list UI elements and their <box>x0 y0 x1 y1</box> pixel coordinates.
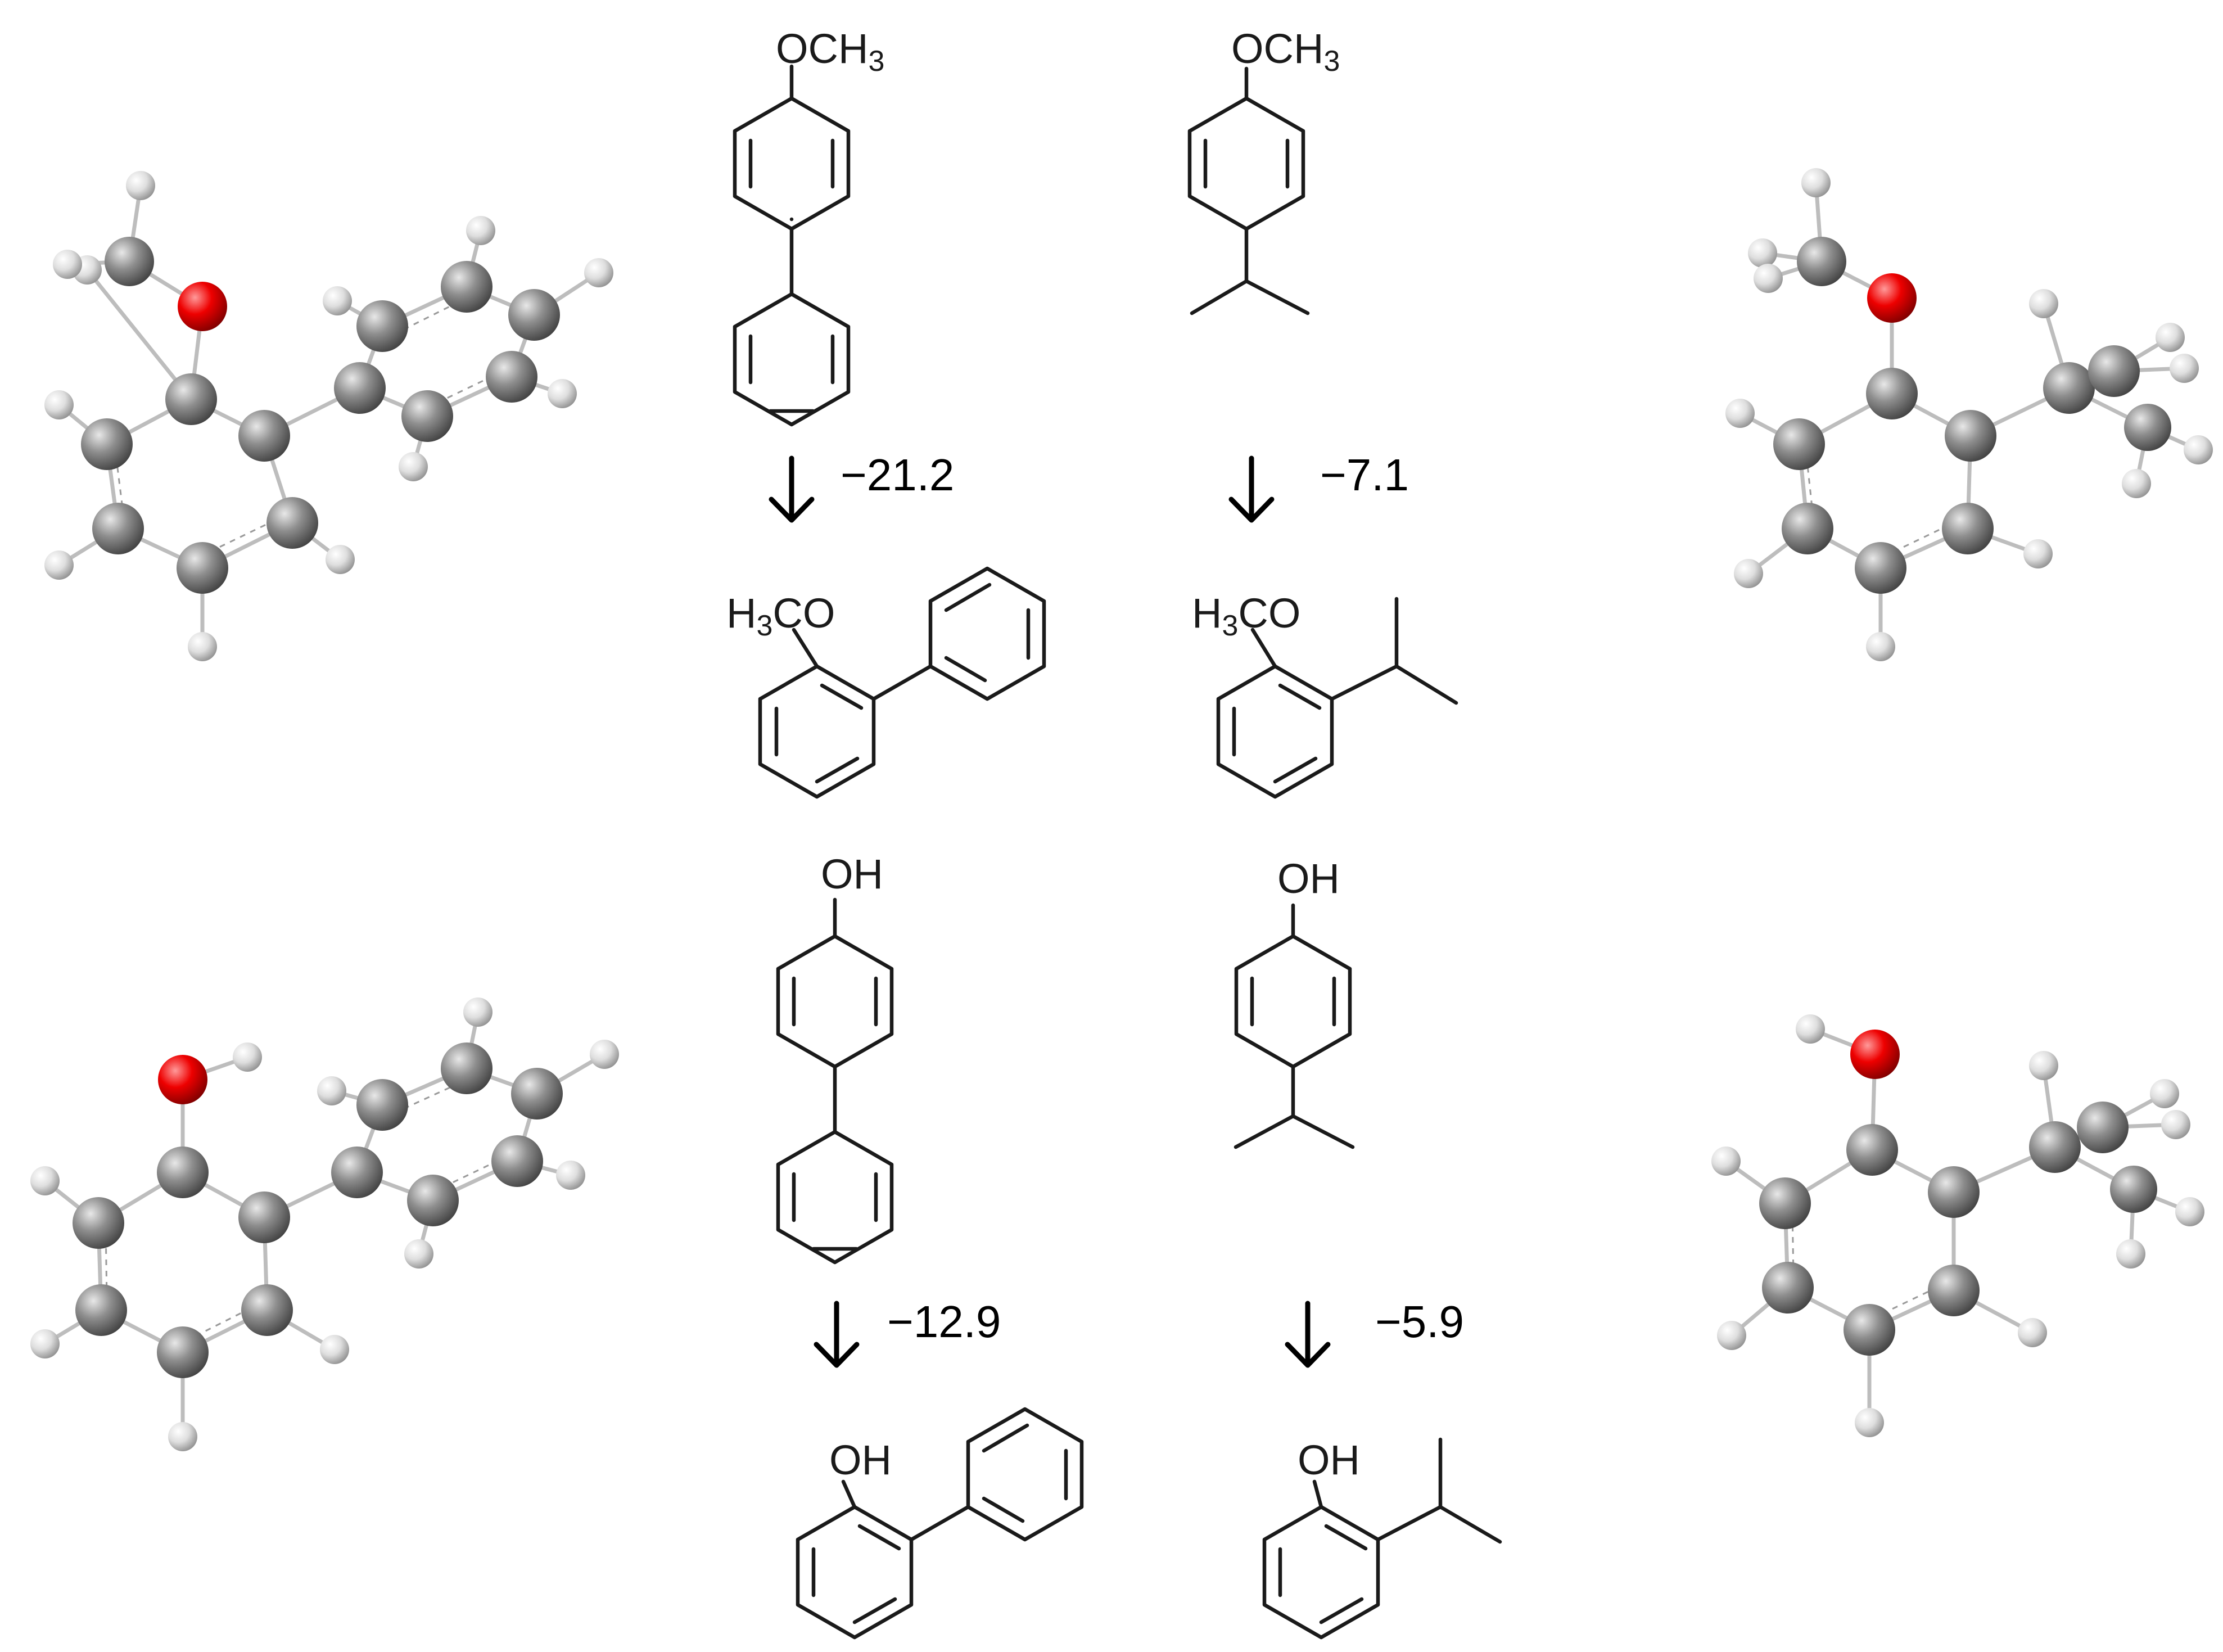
structure-2-isopropylanisole: H3CO <box>1192 590 1458 799</box>
bonds-4-hydroxybiphenyl <box>776 897 894 1265</box>
bonds-2-isopropylanisole <box>1216 597 1458 799</box>
label-oh-4: OH <box>1298 1437 1360 1483</box>
label-h3co-2: H3CO <box>1192 590 1300 642</box>
oxygen-atom-bl <box>158 1055 207 1104</box>
label-h3co-1: H3CO <box>726 590 835 642</box>
bonds-4-isopropylanisole <box>1187 66 1310 315</box>
structure-2-hydroxybiphenyl: OH <box>796 1407 1084 1640</box>
structure-4-methoxybiphenyl: OCH3 <box>733 25 884 427</box>
energy-hydroxycumene: −5.9 <box>1375 1297 1464 1347</box>
arrow-hydroxycumene <box>1285 1301 1331 1368</box>
label-oh-3: OH <box>829 1437 892 1483</box>
label-oh-1: OH <box>821 851 883 897</box>
label-och3-1: OCH3 <box>776 25 884 78</box>
oxygen-atom-tr <box>1867 273 1917 323</box>
oxygen-atom-br <box>1850 1030 1900 1079</box>
structure-4-isopropylanisole: OCH3 <box>1187 25 1340 315</box>
model-2-hydroxybiphenyl <box>30 997 619 1451</box>
model-2-isopropylanisole <box>1725 168 2213 661</box>
structure-2-isopropylphenol: OH <box>1262 1437 1502 1640</box>
structure-4-hydroxybiphenyl: OH <box>776 851 894 1265</box>
bonds-2-hydroxybiphenyl <box>796 1407 1084 1640</box>
bonds-4-isopropylphenol <box>1234 903 1355 1149</box>
energy-hydroxybiphenyl: −12.9 <box>887 1297 1001 1347</box>
model-2-isopropylphenol <box>1711 1014 2204 1437</box>
arrow-hydroxybiphenyl <box>814 1301 860 1368</box>
model-2-methoxybiphenyl <box>44 171 613 661</box>
arrow-methoxycumene <box>1228 455 1275 523</box>
label-oh-2: OH <box>1277 855 1340 902</box>
structure-2-methoxybiphenyl: H3CO <box>726 566 1046 799</box>
bonds-2-isopropylphenol <box>1262 1437 1502 1640</box>
oxygen-atom-tl <box>178 282 227 331</box>
structure-4-isopropylphenol: OH <box>1234 855 1355 1149</box>
label-och3-2: OCH3 <box>1231 25 1340 78</box>
energy-methoxybiphenyl: −21.2 <box>841 450 954 500</box>
bonds-2-methoxybiphenyl <box>758 566 1046 799</box>
arrow-methoxybiphenyl <box>769 455 815 523</box>
bonds-4-methoxybiphenyl <box>733 64 851 427</box>
energy-methoxycumene: −7.1 <box>1320 450 1409 500</box>
